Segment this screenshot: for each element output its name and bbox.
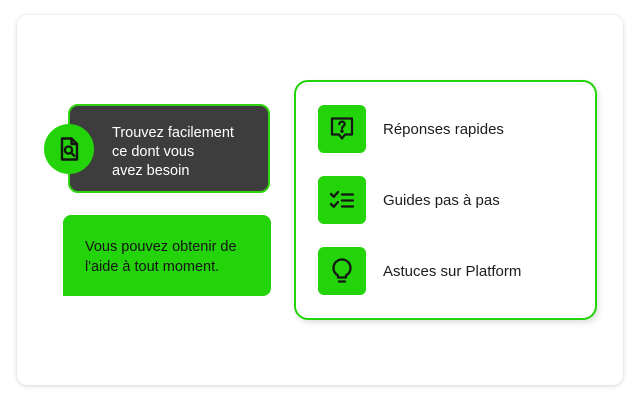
search-info-line: avez besoin [112,163,190,179]
feature-label: Réponses rapides [383,120,504,138]
lightbulb-icon [318,247,366,295]
support-info-line: Vous pouvez obtenir de [85,239,237,255]
feature-label: Astuces sur Platform [383,262,522,280]
search-info-line: ce dont vous [112,144,195,160]
checklist-icon [318,176,366,224]
document-search-icon [44,124,94,174]
support-info-text: Vous pouvez obtenir de l'aide à tout mom… [85,237,265,277]
feature-item-quick-answers: Réponses rapides [318,105,578,153]
feature-panel: Réponses rapides Guides pas à pas Astuce… [294,80,597,320]
feature-item-tips: Astuces sur Platform [318,247,578,295]
question-bubble-icon [318,105,366,153]
feature-item-guides: Guides pas à pas [318,176,578,224]
search-info-text: Trouvez facilement ce dont vous avez bes… [112,124,264,181]
feature-label: Guides pas à pas [383,191,500,209]
support-info-bubble: Vous pouvez obtenir de l'aide à tout mom… [63,215,271,296]
search-info-bubble: Trouvez facilement ce dont vous avez bes… [68,104,270,193]
search-info-line: Trouvez facilement [112,125,234,141]
support-info-line: l'aide à tout moment. [85,259,220,275]
